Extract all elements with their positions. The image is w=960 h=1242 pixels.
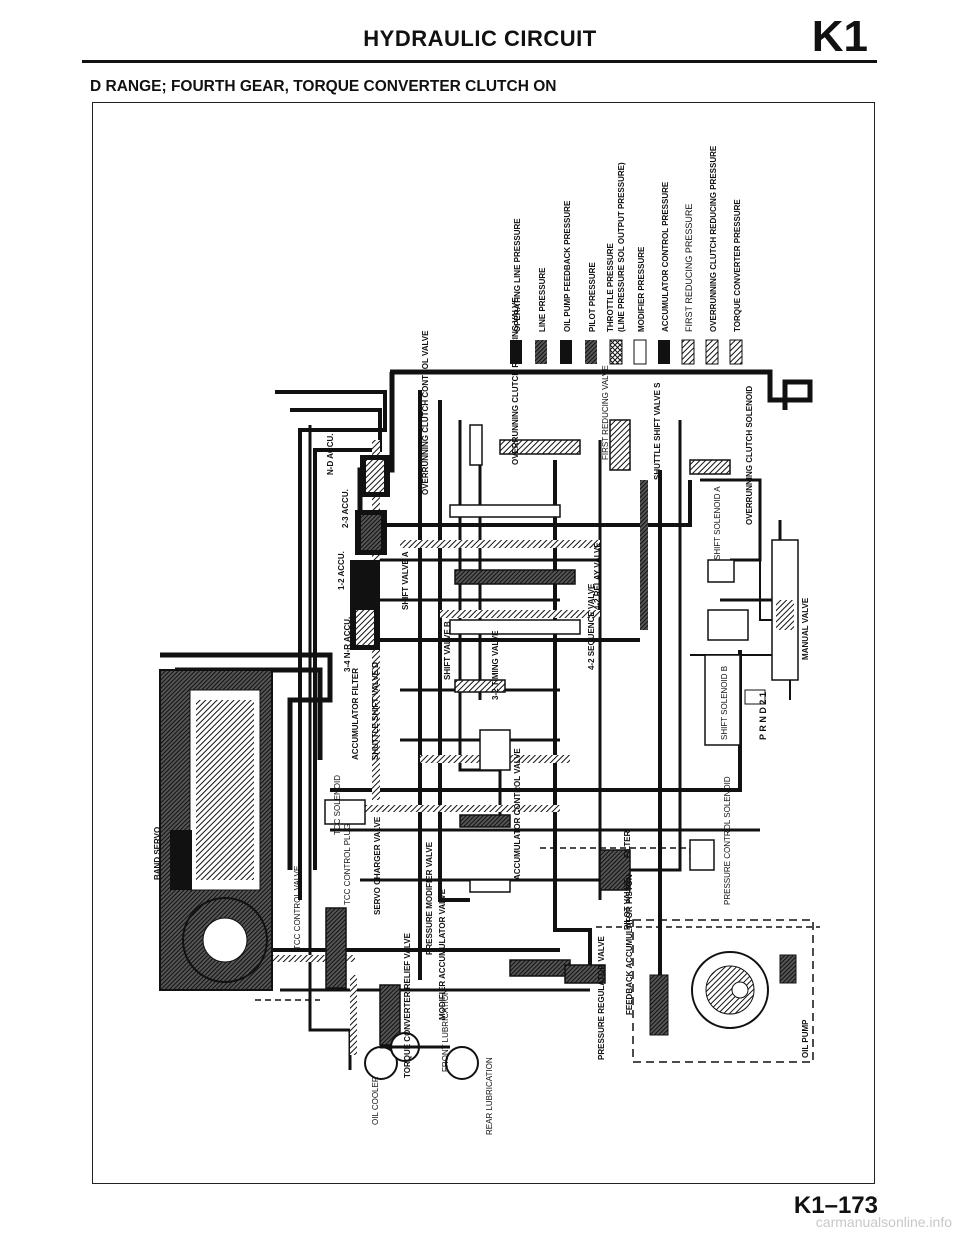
- label-pressure-modifier: PRESSURE MODIFIER VALVE: [425, 841, 434, 955]
- component-labels: BAND SERVO OIL COOLER REAR LUBRICATION F…: [153, 297, 810, 1135]
- header-rule: [82, 60, 877, 63]
- legend-label: ACCUMULATOR CONTROL PRESSURE: [661, 181, 670, 332]
- legend-label: MODIFIER PRESSURE: [637, 246, 646, 332]
- label-tcc-control-plug: TCC CONTROL PLUG: [343, 824, 352, 906]
- label-pressure-control-solenoid: PRESSURE CONTROL SOLENOID: [723, 776, 732, 905]
- label-manual-valve: MANUAL VALVE: [801, 597, 810, 660]
- legend-label: PILOT PRESSURE: [588, 262, 597, 332]
- label-torque-converter-relief: TORQUE CONVERTER RELIEF VALVE: [403, 932, 412, 1078]
- label-shift-valve-b: SHIFT VALVE B: [443, 621, 452, 680]
- legend-swatch: [609, 339, 623, 365]
- label-accumulator-control: ACCUMULATOR CONTROL VALVE: [513, 748, 522, 880]
- label-accu-23: 2-3 ACCU.: [341, 489, 350, 528]
- legend-label: OIL PUMP FEEDBACK PRESSURE: [563, 200, 572, 332]
- accumulators: [350, 455, 390, 650]
- label-oil-pump: OIL PUMP: [801, 1019, 810, 1058]
- cooler-lube: [364, 1032, 479, 1080]
- label-shuttle-shift-d: SHUTTLE SHIFT VALVE D: [371, 662, 380, 760]
- legend-label: (LINE PRESSURE SOL OUTPUT PRESSURE): [617, 162, 626, 332]
- valve-spools: [324, 419, 749, 1046]
- shift-solenoid-b-box: [704, 654, 741, 746]
- legend-swatch: [535, 340, 547, 364]
- label-shift-solenoid-b: SHIFT SOLENOID B: [720, 666, 729, 740]
- legend-label: OPERATING LINE PRESSURE: [513, 218, 522, 332]
- label-oc-control-valve: OVERRUNNING CLUTCH CONTROL VALVE: [421, 330, 430, 495]
- legend-label: THROTTLE PRESSURE: [606, 242, 615, 332]
- label-band-servo: BAND SERVO: [153, 827, 162, 880]
- label-modifier-accumulator: MODIFIER ACCUMULATOR VALVE: [438, 888, 447, 1020]
- page-number: K1–173: [793, 1192, 878, 1219]
- label-relay-valve: 4-2 RELAY VALVE: [593, 542, 602, 610]
- label-oc-solenoid: OVERRUNNING CLUTCH SOLENOID: [745, 386, 754, 525]
- label-pilot-valve: PILOT VALVE: [623, 878, 632, 930]
- section-code: K1: [811, 12, 868, 61]
- label-front-lubrication: FRONT LUBRICATION: [441, 989, 450, 1072]
- label-tcc-solenoid: TCC SOLENOID: [333, 775, 342, 835]
- label-servo-charger-valve: SERVO CHARGER VALVE: [373, 816, 382, 915]
- legend-swatch: [729, 339, 743, 365]
- label-shift-valve-a: SHIFT VALVE A: [401, 551, 410, 610]
- label-feedback-accumulator: FEEDBACK ACCUMULATOR PISTON: [625, 874, 634, 1015]
- label-oc-reducing-valve: OVERRUNNING CLUTCH REDUCING VALVE: [511, 297, 520, 465]
- label-oil-cooler: OIL COOLER: [371, 1076, 380, 1125]
- legend-swatch: [510, 340, 522, 364]
- legend-swatch: [705, 339, 719, 365]
- label-timing-valve: 3-2 TIMING VALVE: [491, 630, 500, 700]
- legend-swatch: [681, 339, 695, 365]
- legend-swatch: [633, 339, 647, 365]
- label-first-reducing-valve: FIRST REDUCING VALVE: [601, 365, 610, 460]
- legend-swatch: [585, 340, 597, 364]
- label-shuttle-shift-s: SHUTTLE SHIFT VALVE S: [653, 382, 662, 480]
- label-range-positions: P R N D 2 1: [758, 692, 768, 740]
- page-title: HYDRAULIC CIRCUIT: [363, 26, 597, 51]
- legend: OPERATING LINE PRESSURE LINE PRESSURE OI…: [510, 145, 743, 365]
- diagram-subtitle: D RANGE; FOURTH GEAR, TORQUE CONVERTER C…: [90, 78, 557, 95]
- diagram-frame: [92, 102, 875, 1184]
- legend-swatch: [658, 340, 670, 364]
- label-tcc-control-valve: TCC CONTROL VALVE: [293, 866, 302, 950]
- manual-valve: [744, 539, 799, 705]
- legend-label: LINE PRESSURE: [538, 267, 547, 332]
- label-shift-solenoid-a: SHIFT SOLENOID A: [713, 486, 722, 560]
- label-accu-nd: N-D ACCU.: [326, 434, 335, 475]
- legend-label: OVERRUNNING CLUTCH REDUCING PRESSURE: [709, 145, 718, 332]
- label-accu-12: 1-2 ACCU.: [337, 551, 346, 590]
- legend-label: FIRST REDUCING PRESSURE: [684, 204, 694, 332]
- transmission-body: [159, 669, 273, 991]
- legend-label: TORQUE CONVERTER PRESSURE: [733, 199, 742, 332]
- label-sequence-valve: 4-2 SEQUENCE VALVE: [587, 583, 596, 670]
- oil-pump-assembly: [632, 919, 814, 1063]
- legend-swatch: [560, 340, 572, 364]
- label-accumulator-filter: ACCUMULATOR FILTER: [351, 668, 360, 760]
- label-rear-lubrication: REAR LUBRICATION: [485, 1057, 494, 1135]
- label-filter: FILTER: [623, 830, 632, 858]
- label-pressure-regulator: PRESSURE REGULATOR VALVE: [597, 935, 606, 1060]
- label-accu-34: 3-4 N-R ACCU.: [343, 617, 352, 672]
- footer-watermark: carmanualsonline.info: [815, 1214, 952, 1230]
